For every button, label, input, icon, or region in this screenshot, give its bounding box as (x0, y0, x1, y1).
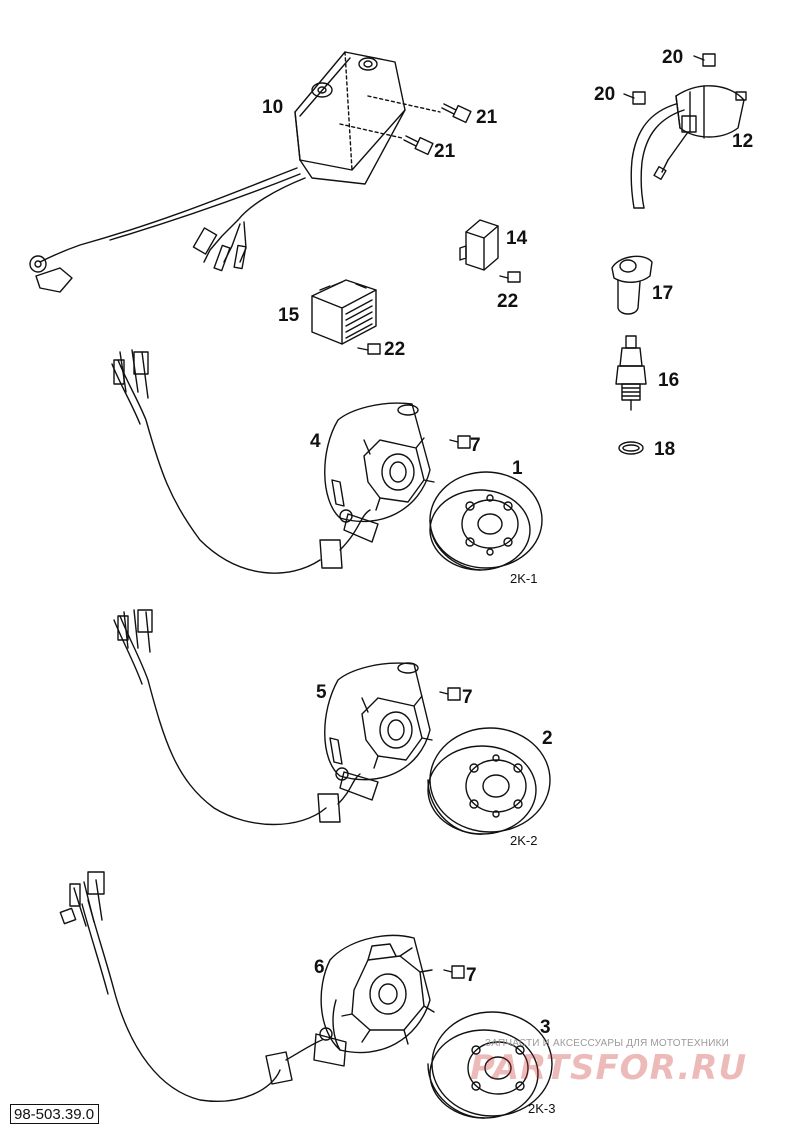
callout-6: 6 (314, 957, 325, 978)
screw-21-lower (339, 123, 434, 156)
relay (459, 219, 499, 271)
callout-5: 5 (316, 682, 327, 703)
callout-4: 4 (310, 431, 321, 452)
set-label-2k-3: 2K-3 (528, 1101, 556, 1116)
screw-7-set3 (443, 965, 465, 979)
callout-12: 12 (732, 131, 754, 152)
callout-21-lower: 21 (434, 141, 456, 162)
callout-16: 16 (658, 370, 680, 391)
document-number: 98-503.39.0 (10, 1104, 100, 1124)
stator-4 (111, 349, 435, 574)
callout-15: 15 (278, 305, 300, 326)
callout-21-upper: 21 (476, 107, 498, 128)
rotor-2 (427, 727, 551, 835)
callout-10: 10 (262, 97, 284, 118)
spark-plug-cap (611, 255, 653, 315)
callout-7-set2: 7 (462, 687, 473, 708)
screw-7-set2 (439, 687, 461, 701)
stator-5 (113, 609, 433, 826)
watermark-text: ЗАПЧАСТИ И АКСЕССУАРЫ ДЛЯ МОТОТЕХНИКИ (485, 1038, 730, 1049)
callout-1: 1 (512, 458, 523, 479)
callout-20-lower: 20 (594, 84, 616, 105)
sealing-washer (618, 441, 644, 455)
watermark-logo: PARTSFOR.RU (470, 1048, 748, 1088)
stator-6 (59, 871, 435, 1102)
screw-22-lower (357, 343, 381, 355)
callout-22-upper: 22 (497, 291, 519, 312)
callout-3: 3 (540, 1017, 551, 1038)
callout-18: 18 (654, 439, 676, 460)
callout-22-lower: 22 (384, 339, 406, 360)
set-label-2k-2: 2K-2 (510, 833, 538, 848)
set-label-2k-1: 2K-1 (510, 571, 538, 586)
callout-2: 2 (542, 728, 553, 749)
callout-20-upper: 20 (662, 47, 684, 68)
cdi-unit (29, 51, 406, 293)
screw-22-upper (499, 271, 521, 283)
screw-20-lower (623, 91, 646, 105)
rotor-1 (429, 471, 543, 571)
callout-7-set3: 7 (466, 965, 477, 986)
rotor-3 (427, 1011, 553, 1119)
callout-14: 14 (506, 228, 528, 249)
screw-7-set1 (449, 435, 471, 449)
ignition-coil (630, 85, 747, 209)
voltage-regulator (311, 279, 377, 345)
spark-plug (615, 335, 647, 411)
screw-21-upper (367, 95, 472, 124)
screw-20-upper (693, 53, 716, 67)
callout-17: 17 (652, 283, 674, 304)
callout-7-set1: 7 (470, 435, 481, 456)
